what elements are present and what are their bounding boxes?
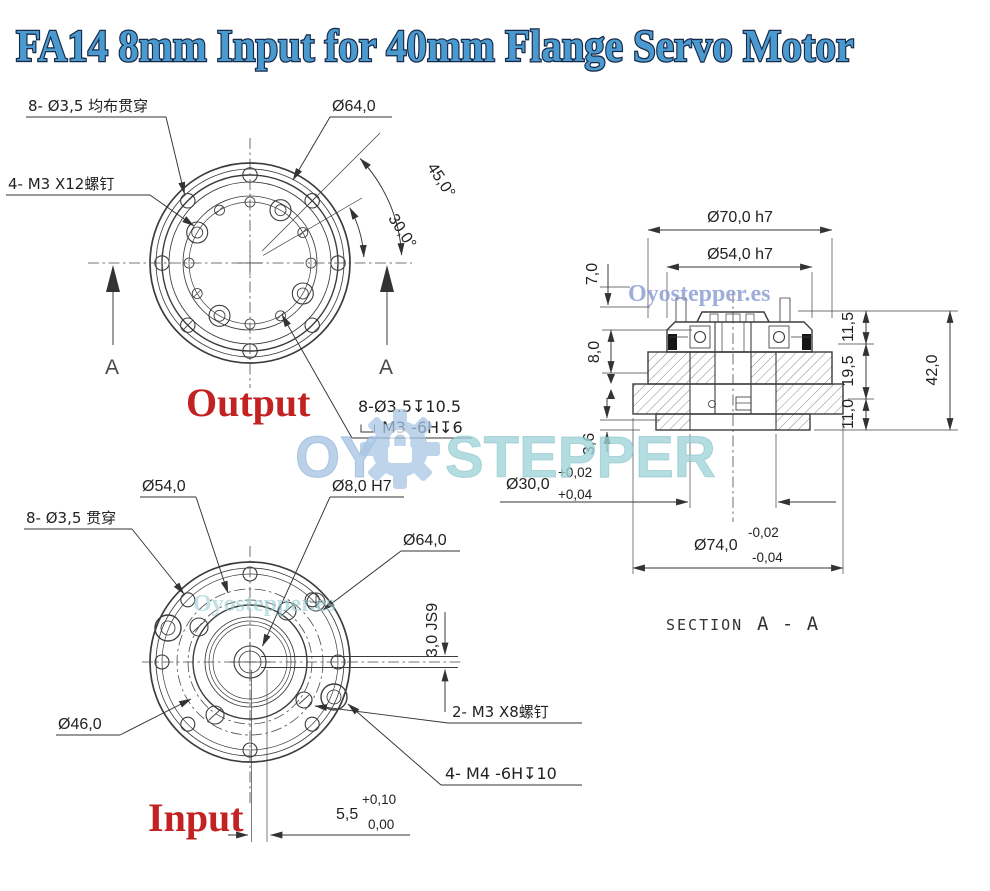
svg-text:8- Ø3,5 均布贯穿: 8- Ø3,5 均布贯穿 (28, 97, 148, 115)
dim-36: 3,6 (581, 398, 660, 455)
callout-output-screws: 4- M3 X12螺钉 (6, 175, 195, 227)
svg-text:Ø64,0: Ø64,0 (332, 98, 376, 115)
output-label: Output (186, 380, 311, 425)
lock-icon (388, 429, 412, 463)
callout-output-d64: Ø64,0 (292, 98, 392, 181)
input-m4-screw (154, 614, 182, 642)
svg-text:Ø54,0 h7: Ø54,0 h7 (707, 246, 773, 263)
callout-output-holes: 8- Ø3,5 均布贯穿 (26, 97, 186, 195)
svg-text:+0,10: +0,10 (362, 792, 396, 807)
section-letter-a: A (379, 356, 393, 379)
svg-text:SECTION: SECTION (666, 616, 743, 634)
callout-input-d46: Ø46,0 (56, 698, 192, 736)
svg-text:Ø70,0 h7: Ø70,0 h7 (707, 209, 773, 226)
input-slotted-screw (189, 617, 209, 637)
svg-text:2- M3 X8螺钉: 2- M3 X8螺钉 (452, 703, 549, 721)
watermark-stepper: STEPPER (445, 425, 716, 490)
dim-d30: Ø30,0 +0,02 +0,04 (500, 434, 836, 508)
gear-icon (360, 409, 440, 489)
seal-right (802, 334, 811, 350)
bearing-ball-left (693, 330, 707, 344)
watermark-site-bottom: Oyostepper.es (193, 591, 335, 617)
output-m3-screw (291, 282, 314, 305)
dim-keyway: 3,0 JS9 (424, 603, 449, 712)
svg-text:11,0: 11,0 (840, 399, 857, 429)
dim-55: 5,5 +0,10 0,00 (228, 792, 410, 839)
svg-text:0,00: 0,00 (368, 817, 394, 832)
section-body (632, 297, 844, 431)
watermark-oy: OY (295, 425, 379, 490)
callout-input-d54: Ø54,0 (140, 478, 229, 594)
page-title: FA14 8mm Input for 40mm Flange Servo Mot… (16, 20, 854, 71)
input-m4-screw (320, 683, 348, 711)
callout-input-screws2: 2- M3 X8螺钉 (314, 703, 582, 724)
svg-text:Ø8,0 H7: Ø8,0 H7 (332, 478, 392, 495)
svg-text:+0,04: +0,04 (558, 487, 593, 502)
dim-8: 8,0 (586, 329, 692, 399)
svg-text:-0,02: -0,02 (748, 525, 779, 540)
svg-text:Ø74,0: Ø74,0 (694, 537, 738, 554)
dim-d70: Ø70,0 h7 (647, 209, 833, 318)
svg-text:11,5: 11,5 (840, 312, 857, 342)
output-m3-screw (186, 221, 209, 244)
callout-input-holes: 8- Ø3,5 贯穿 (24, 509, 185, 595)
svg-text:3,6: 3,6 (581, 433, 598, 455)
watermarks: Oyostepper.es Oyostepper.es OY STEPPER (193, 281, 770, 617)
svg-text:7,0: 7,0 (584, 263, 601, 285)
dim-d74: Ø74,0 -0,02 -0,04 (632, 418, 844, 574)
svg-text:4- M3 X12螺钉: 4- M3 X12螺钉 (8, 175, 114, 193)
svg-text:+0,02: +0,02 (558, 465, 592, 480)
svg-text:8,0: 8,0 (586, 341, 603, 363)
input-outer-bolt-holes (154, 566, 346, 758)
output-m3-screw (208, 304, 231, 327)
bearing-ball-right (772, 330, 786, 344)
section-cut-marker-right: A (379, 265, 394, 379)
svg-text:4- M4 -6H↧10: 4- M4 -6H↧10 (445, 764, 557, 783)
callout-input-d8: Ø8,0 H7 (262, 478, 404, 647)
dim-d54: Ø54,0 h7 (666, 246, 813, 318)
section-letter-a: A (105, 356, 119, 379)
callout-input-d64: Ø64,0 (322, 532, 460, 611)
svg-text:Ø30,0: Ø30,0 (506, 476, 550, 493)
output-inner-screw-circle (183, 196, 317, 330)
input-slotted-screw (295, 691, 313, 709)
svg-text:3,0 JS9: 3,0 JS9 (424, 603, 441, 657)
svg-text:A - A: A - A (757, 613, 819, 635)
svg-text:Ø46,0: Ø46,0 (58, 716, 102, 733)
svg-text:5,5: 5,5 (336, 806, 358, 823)
svg-text:Ø54,0: Ø54,0 (142, 478, 186, 495)
section-cut-marker-left: A (105, 265, 120, 379)
svg-text:8- Ø3,5 贯穿: 8- Ø3,5 贯穿 (26, 509, 116, 527)
input-view: 3,0 JS9 Ø54,0 Ø8,0 H7 8- Ø3,5 贯穿 Ø64,0 Ø… (24, 478, 582, 842)
svg-text:Ø64,0: Ø64,0 (403, 532, 447, 549)
callout-input-screws4: 4- M4 -6H↧10 (347, 703, 582, 786)
section-title: SECTION A - A (666, 613, 819, 635)
seal-left (668, 334, 677, 350)
output-outer-bolt-holes (154, 167, 346, 359)
svg-text:19,5: 19,5 (840, 355, 857, 386)
angle-45-label: 45,0° (423, 160, 458, 201)
output-view: 45,0° 30,0° A A 8- Ø3,5 均布贯穿 Ø64,0 4- M3… (6, 97, 472, 439)
watermark-site-top: Oyostepper.es (628, 281, 770, 307)
watermark-logo: OY STEPPER (295, 409, 716, 491)
svg-text:42,0: 42,0 (924, 354, 941, 385)
angle-30-label: 30,0° (384, 211, 419, 252)
dim-7: 7,0 (584, 263, 650, 308)
output-m3-screw (269, 199, 292, 222)
keyway-slot (261, 655, 458, 669)
input-slotted-screw (205, 705, 225, 725)
input-label: Input (148, 795, 244, 840)
svg-text:-0,04: -0,04 (752, 550, 783, 565)
section-view: Ø70,0 h7 Ø54,0 h7 7,0 8,0 3,6 (500, 209, 958, 635)
dim-right-stack: 11,5 19,5 11,0 42,0 (798, 310, 958, 431)
svg-text:8-Ø3.5↧10.5: 8-Ø3.5↧10.5 (358, 397, 461, 416)
